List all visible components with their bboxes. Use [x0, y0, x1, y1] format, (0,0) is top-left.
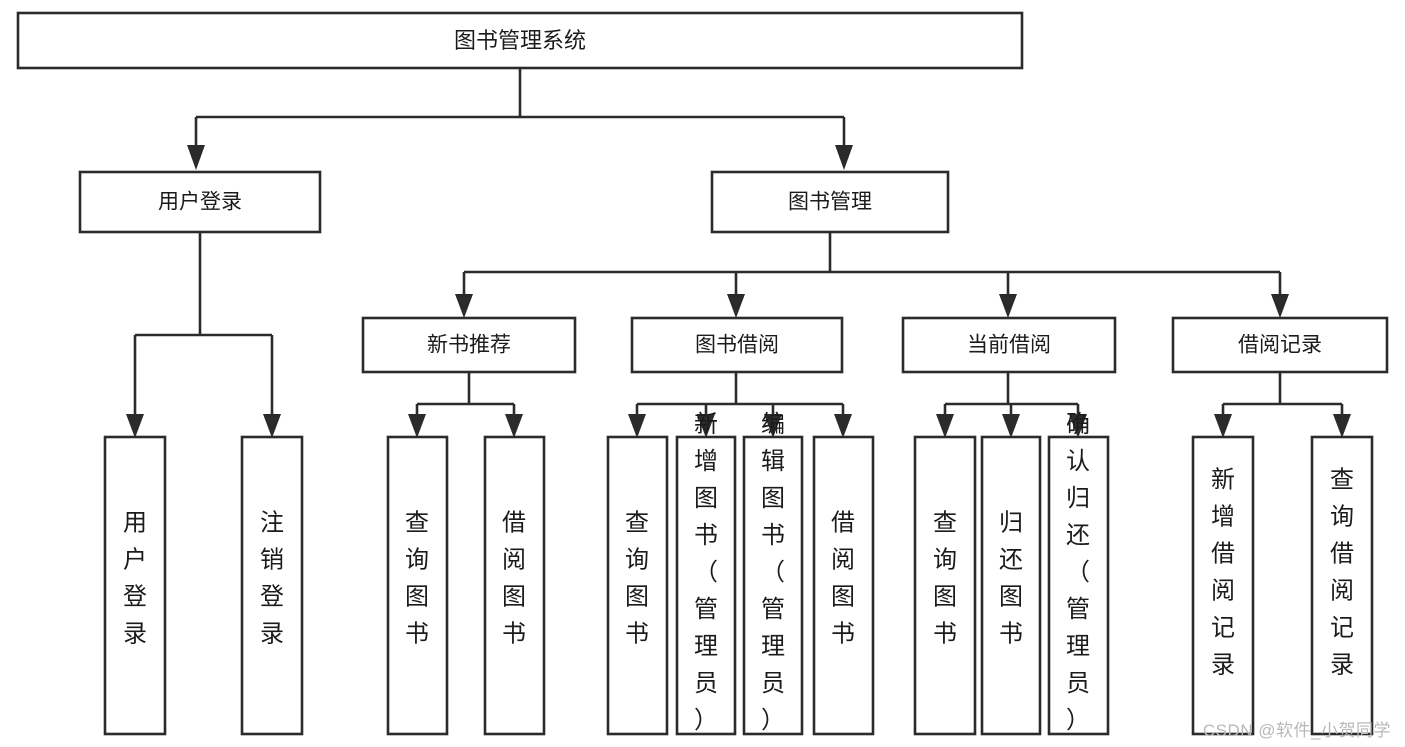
leaf-newbook-borrow-box [483, 435, 546, 736]
arrow-bb-to-query [628, 414, 646, 438]
node-user-login-box [78, 170, 322, 234]
node-book-borrow-box [630, 316, 844, 374]
leaf-node-borrowrecord-add[interactable] [1191, 435, 1255, 736]
arrow-ul-to-login [126, 414, 144, 438]
node-borrow-record-box [1171, 316, 1389, 374]
leaf-label-user-login-logout: 注销登录 [260, 510, 284, 648]
connector-group-book-borrow [628, 372, 852, 438]
leaf-label-newbook-borrow: 借阅图书 [502, 510, 526, 648]
leaf-label-currentborrow-return: 归还图书 [999, 510, 1023, 648]
leaf-label-newbook-query: 查询图书 [405, 510, 429, 648]
leaf-node-newbook-borrow[interactable] [483, 435, 546, 736]
leaf-node-bookborrow-borrow[interactable] [812, 435, 875, 736]
leaf-node-bookborrow-query[interactable] [606, 435, 669, 736]
watermark-text: CSDN @软件_小贺同学 [1202, 721, 1391, 740]
node-borrow-record-label: 借阅记录 [1238, 334, 1322, 357]
leaf-node-newbook-query[interactable] [386, 435, 449, 736]
node-book-borrow-label: 图书借阅 [695, 334, 779, 357]
arrow-br-to-query [1333, 414, 1351, 438]
arrow-bb-to-add [697, 414, 715, 438]
connector-group-new-book [408, 372, 523, 438]
arrow-ul-to-logout [263, 414, 281, 438]
leaf-borrowrecord-add-box [1191, 435, 1255, 736]
connector-group-borrow-record [1214, 372, 1351, 438]
leaf-bookborrow-add-box [675, 435, 737, 736]
arrow-root-to-user-login [187, 145, 205, 170]
node-new-book-recommend-label: 新书推荐 [427, 334, 511, 357]
node-user-login[interactable]: 用户登录 [78, 170, 322, 234]
node-current-borrow-label: 当前借阅 [967, 334, 1051, 357]
node-book-borrow[interactable]: 图书借阅 [630, 316, 844, 374]
node-borrow-record[interactable]: 借阅记录 [1171, 316, 1389, 374]
leaf-node-currentborrow-return[interactable] [980, 435, 1042, 736]
leaf-currentborrow-return-box [980, 435, 1042, 736]
leaf-label-currentborrow-confirm: 确认归还（管理员） [1066, 411, 1090, 734]
leaf-label-user-login-login: 用户登录 [123, 510, 147, 648]
node-book-management-box [710, 170, 950, 234]
arrow-bm-to-record [1271, 294, 1289, 318]
connector-group-root [187, 68, 853, 170]
connector-group-user-login [126, 232, 281, 438]
node-user-login-label: 用户登录 [158, 191, 242, 214]
leaf-borrowrecord-query-box [1310, 435, 1374, 736]
leaf-label-bookborrow-query: 查询图书 [625, 510, 649, 648]
node-current-borrow-box [901, 316, 1117, 374]
leaf-labels: 用户登录 注销登录 查询图书 借阅图书 查询图书 新增图书（管理员） 编辑图书（… [123, 411, 1354, 734]
arrow-bb-to-borrow [834, 414, 852, 438]
leaf-user-login-login-box [103, 435, 167, 736]
leaf-node-borrowrecord-query[interactable] [1310, 435, 1374, 736]
leaf-node-bookborrow-add[interactable] [675, 435, 737, 736]
leaf-label-currentborrow-query: 查询图书 [933, 510, 957, 648]
node-root-label: 图书管理系统 [454, 28, 586, 53]
arrow-bm-to-new-book [455, 294, 473, 318]
arrow-cb-to-confirm [1069, 414, 1087, 438]
arrow-nb-to-borrow [505, 414, 523, 438]
arrow-bm-to-borrow [727, 294, 745, 318]
leaf-bookborrow-borrow-box [812, 435, 875, 736]
node-current-borrow[interactable]: 当前借阅 [901, 316, 1117, 374]
leaf-bookborrow-query-box [606, 435, 669, 736]
leaf-currentborrow-confirm-box [1047, 435, 1110, 736]
leaf-label-borrowrecord-query: 查询借阅记录 [1330, 467, 1354, 679]
leaf-currentborrow-query-box [913, 435, 977, 736]
leaf-node-currentborrow-confirm[interactable] [1047, 435, 1110, 736]
leaf-label-bookborrow-borrow: 借阅图书 [831, 510, 855, 648]
arrow-cb-to-return [1002, 414, 1020, 438]
arrow-bb-to-edit [764, 414, 782, 438]
node-new-book-recommend[interactable]: 新书推荐 [361, 316, 577, 374]
node-root-book-management-system[interactable]: 图书管理系统 [16, 11, 1024, 70]
arrow-bm-to-current [999, 294, 1017, 318]
node-new-book-recommend-box [361, 316, 577, 374]
leaf-label-borrowrecord-add: 新增借阅记录 [1211, 467, 1235, 679]
leaf-newbook-query-box [386, 435, 449, 736]
leaf-node-user-login-login[interactable] [103, 435, 167, 736]
connector-group-current-borrow [936, 372, 1087, 438]
node-book-management-label: 图书管理 [788, 191, 872, 214]
leaf-node-currentborrow-query[interactable] [913, 435, 977, 736]
arrow-br-to-add [1214, 414, 1232, 438]
node-book-management[interactable]: 图书管理 [710, 170, 950, 234]
arrow-nb-to-query [408, 414, 426, 438]
arrow-root-to-book-manage [835, 145, 853, 170]
leaf-node-bookborrow-edit[interactable] [742, 435, 804, 736]
node-root-box [16, 11, 1024, 70]
arrow-cb-to-query [936, 414, 954, 438]
leaf-node-user-login-logout[interactable] [240, 435, 304, 736]
leaf-label-bookborrow-add: 新增图书（管理员） [694, 411, 718, 734]
leaf-user-login-logout-box [240, 435, 304, 736]
connector-group-book-manage [455, 232, 1289, 318]
leaf-label-bookborrow-edit: 编辑图书（管理员） [761, 411, 785, 734]
leaf-bookborrow-edit-box [742, 435, 804, 736]
